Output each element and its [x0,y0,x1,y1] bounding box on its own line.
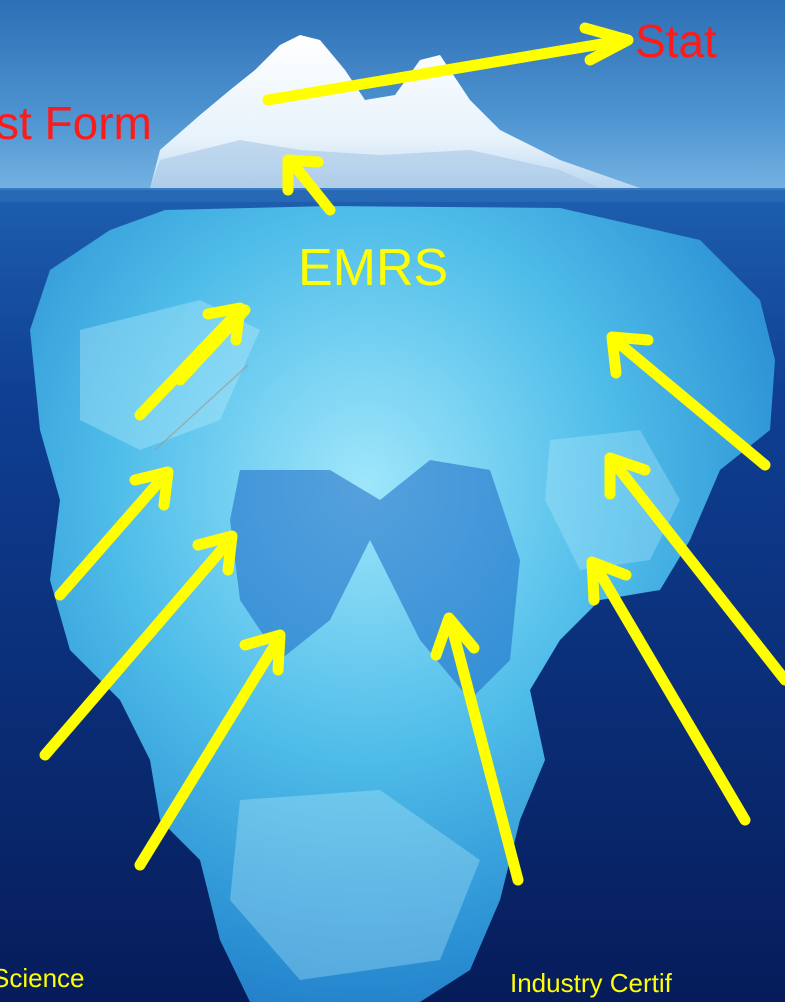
label-bottom-left: Science [0,963,85,993]
label-emrs: EMRS [298,239,449,297]
arrow-icon [54,466,174,601]
arrow-icon [606,331,771,471]
arrow-icon [134,629,286,871]
arrow-icon [586,556,751,826]
arrow-icon [174,304,251,386]
arrow-icon [430,612,524,886]
water-surface [0,188,785,202]
label-top-left: st Form [0,97,152,149]
iceberg-tip-shadow [150,140,600,188]
arrow-icon [39,530,238,761]
label-top-right: Stat [635,15,717,67]
ice-cave-shadow [230,460,520,700]
label-bottom-right: Industry Certif [510,968,672,998]
arrow-icon [154,364,249,451]
ice-highlight-bottom [230,790,480,980]
arrow-icon [262,22,634,106]
arrow-icon [604,452,785,686]
arrow-icon [282,154,336,216]
